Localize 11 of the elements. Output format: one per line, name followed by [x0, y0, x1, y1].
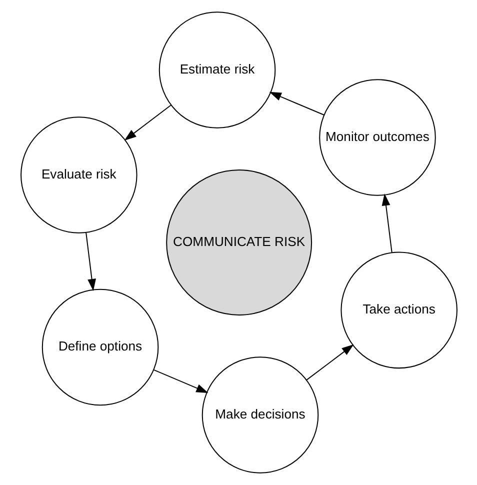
arrow — [85, 232, 96, 292]
node-circle: Estimate risk — [158, 12, 276, 128]
node-circle: Monitor outcomes — [318, 79, 436, 196]
node-circle: COMMUNICATE RISK — [166, 170, 312, 316]
arrow — [124, 104, 171, 141]
node-circle: Make decisions — [201, 356, 318, 474]
node-circle: Define options — [41, 288, 158, 406]
arrow — [268, 92, 324, 116]
arrow — [381, 194, 392, 253]
arrow — [306, 344, 354, 380]
arrow — [153, 370, 208, 393]
